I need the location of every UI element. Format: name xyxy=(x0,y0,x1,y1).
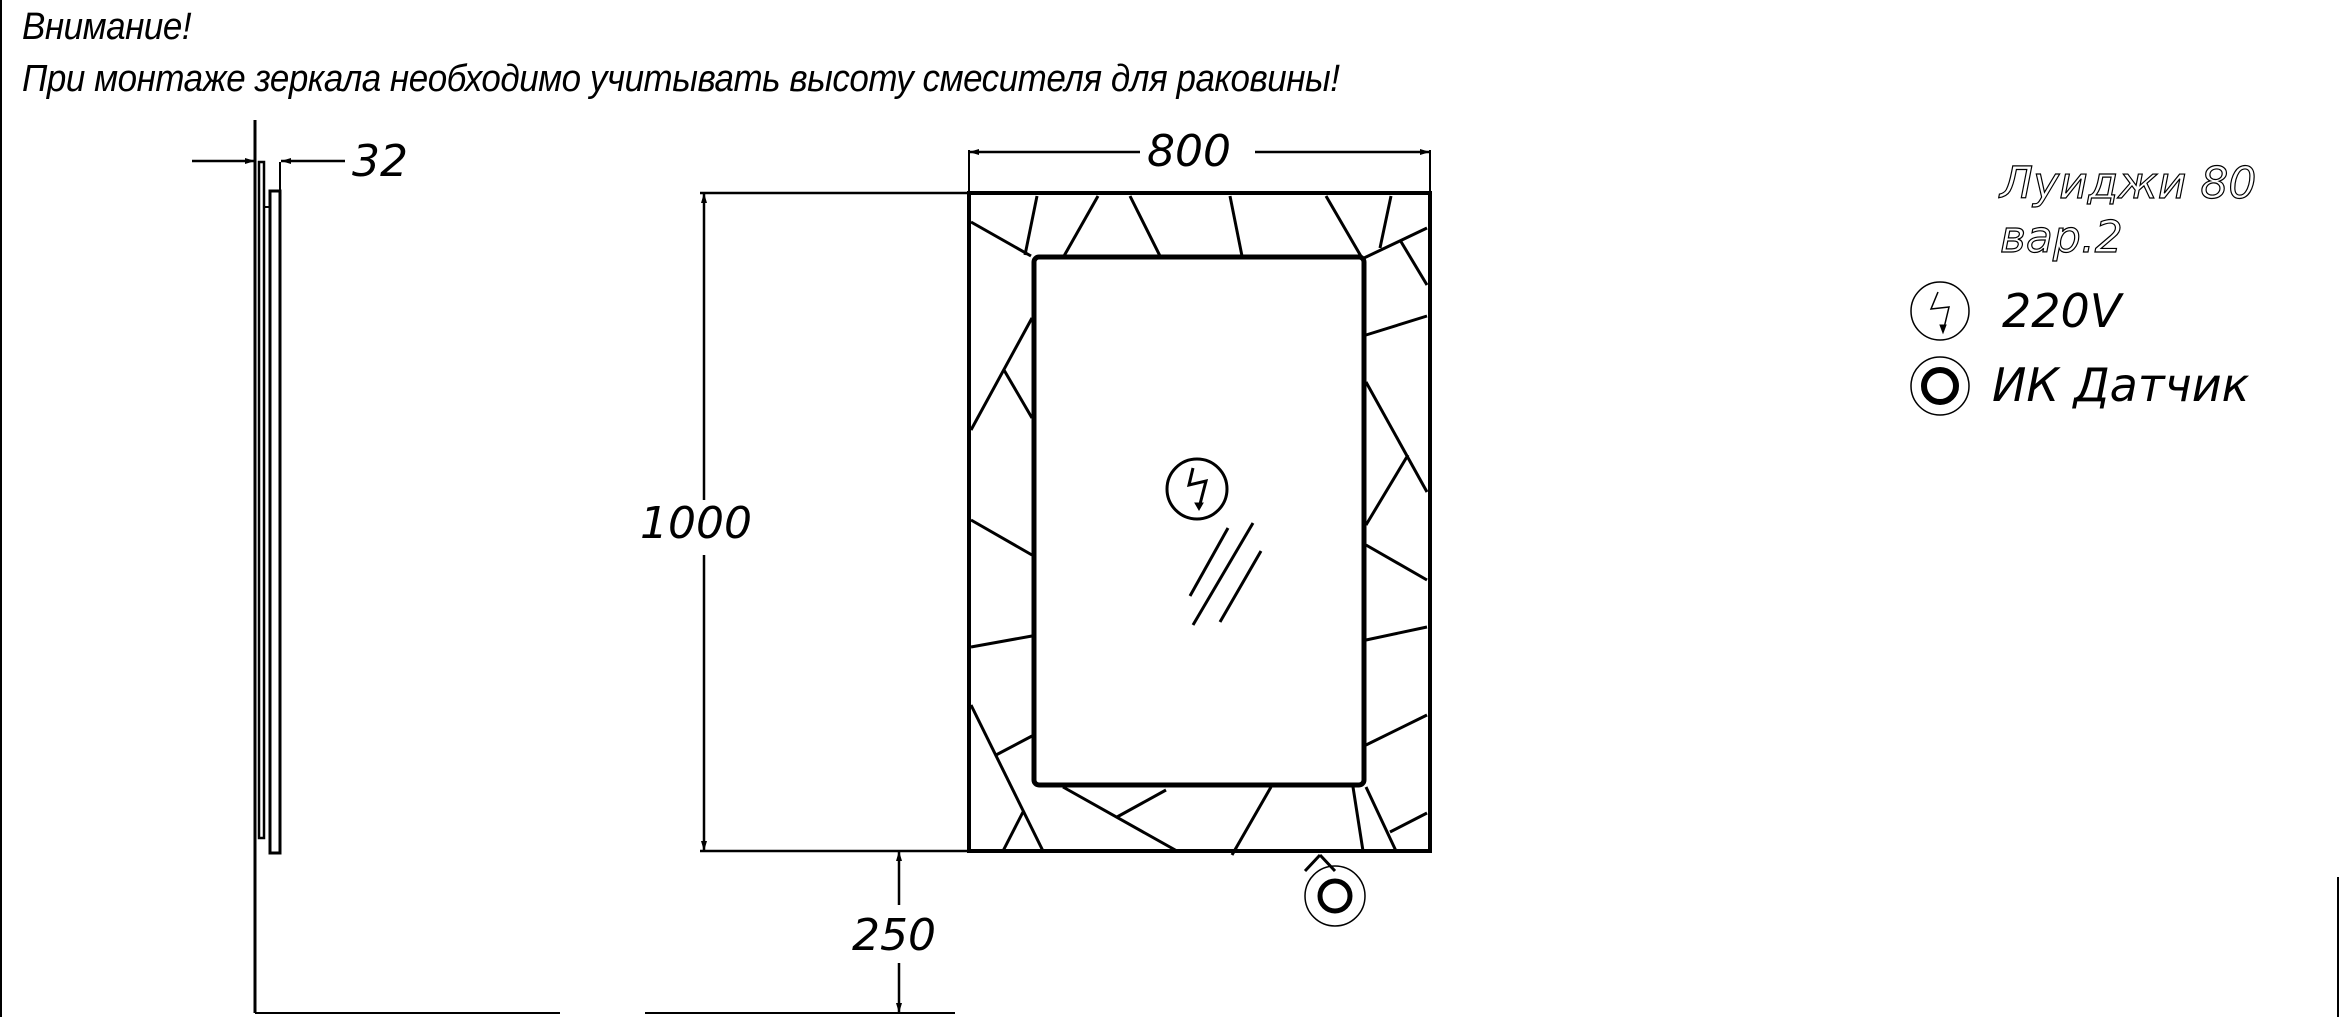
legend-label-ir-sensor: ИК Датчик xyxy=(1992,358,2250,412)
model-name: Луиджи 80 xyxy=(1999,158,2257,209)
legend-lightning-icon xyxy=(1910,281,1970,341)
warning-title: Внимание! xyxy=(22,6,192,48)
warning-text: При монтаже зеркала необходимо учитывать… xyxy=(22,58,1340,100)
side-view xyxy=(192,120,560,1014)
dimension-width: 800 xyxy=(1147,126,1231,177)
dimension-mount-height: 250 xyxy=(852,910,936,961)
dimension-depth: 32 xyxy=(352,136,408,187)
dimension-height: 1000 xyxy=(640,498,752,549)
glass-reflection-icon xyxy=(1188,522,1263,626)
legend-label-power: 220V xyxy=(2002,284,2122,338)
legend-ir-sensor-icon xyxy=(1910,356,1970,416)
ir-sensor-icon xyxy=(1303,853,1366,927)
front-view xyxy=(645,149,1432,1014)
model-variant: вар.2 xyxy=(1999,212,2123,263)
lightning-switch-icon xyxy=(1165,457,1229,521)
